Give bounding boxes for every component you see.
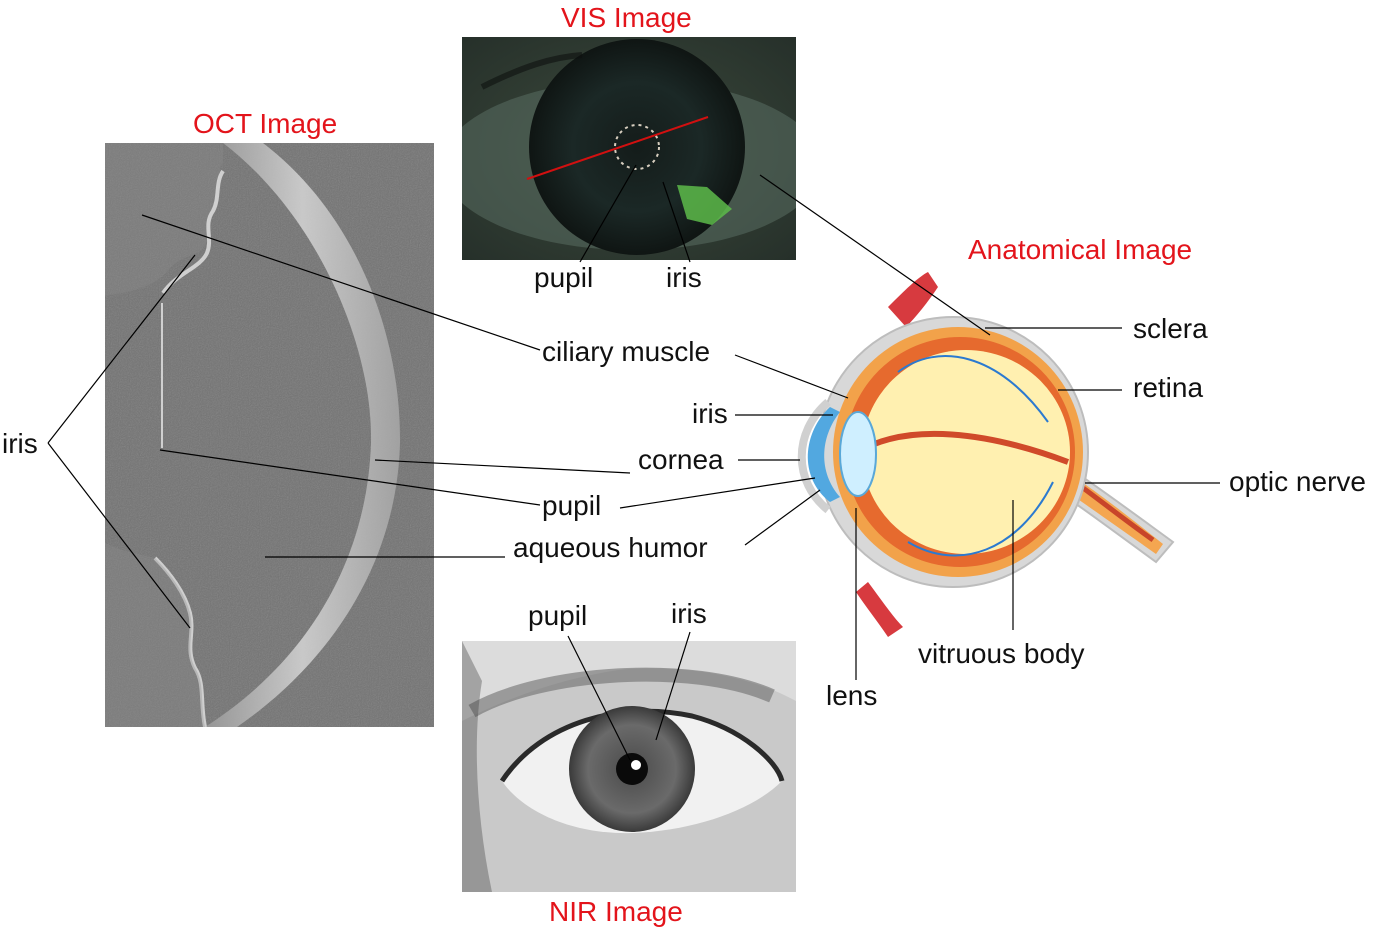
vis-laser-line xyxy=(526,116,709,180)
sclera-label: sclera xyxy=(1133,313,1208,344)
optic-nerve-label: optic nerve xyxy=(1229,466,1366,497)
nir-image xyxy=(462,641,796,892)
cornea-label: cornea xyxy=(638,444,724,475)
anat-cornea xyxy=(807,407,840,502)
anat-vitreous-body xyxy=(862,350,1070,554)
oct-upper-iris xyxy=(161,169,225,295)
oct-title: OCT Image xyxy=(193,108,338,139)
oct-lower-iris xyxy=(153,556,207,727)
ciliary-muscle-label: ciliary muscle xyxy=(542,336,711,367)
vis-pupil-ring xyxy=(614,124,660,170)
iris-label: iris xyxy=(692,398,728,429)
vis-title: VIS Image xyxy=(561,2,692,33)
oct-image xyxy=(105,143,434,727)
oct-cornea-band xyxy=(205,143,401,727)
anat-lens xyxy=(839,411,877,497)
nir-pupil xyxy=(616,753,648,785)
vis-iris-label: iris xyxy=(666,262,702,293)
nir-iris-label: iris xyxy=(671,598,707,629)
retina-label: retina xyxy=(1133,372,1204,403)
nir-pupil-label: pupil xyxy=(528,600,588,631)
vis-image xyxy=(462,37,796,260)
aqueous-humor-label: aqueous humor xyxy=(513,532,708,563)
oct-iris-label: iris xyxy=(2,428,38,459)
nir-title: NIR Image xyxy=(549,896,683,927)
anatomical-title: Anatomical Image xyxy=(968,234,1193,265)
pupil-label: pupil xyxy=(542,490,602,521)
vitreous-body-label: vitruous body xyxy=(918,638,1085,669)
lens-label: lens xyxy=(826,680,878,711)
vis-pupil-label: pupil xyxy=(534,262,594,293)
anatomical-eye-illustration xyxy=(778,272,1178,642)
